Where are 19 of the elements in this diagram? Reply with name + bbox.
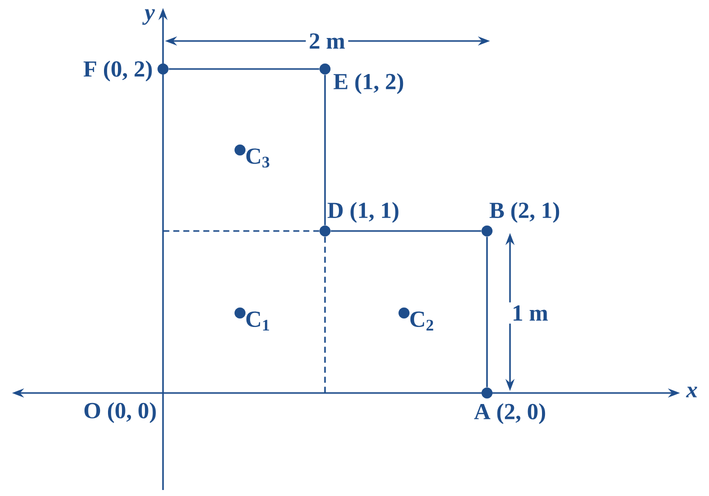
origin-label: O (0, 0) — [80, 399, 160, 426]
point-label: A (2, 0) — [474, 403, 546, 424]
line — [324, 236, 326, 393]
line — [163, 230, 320, 232]
point-label: C$_{2}$ — [410, 312, 434, 330]
line — [324, 74, 326, 226]
dimension-label: 1 m — [508, 302, 552, 324]
point-label: C$_{1}$ — [246, 312, 270, 330]
dimension-label: 2 m — [306, 30, 348, 52]
point-label: D (1, 1) — [328, 202, 398, 223]
y-axis-label: y — [142, 6, 158, 28]
point-label: E (1, 2) — [334, 73, 404, 94]
line — [330, 230, 482, 232]
point-label: B (2, 1) — [490, 202, 560, 223]
x-axis-label: x — [683, 384, 701, 400]
line — [486, 236, 488, 388]
point-label: F (0, 2) — [84, 60, 152, 82]
line — [168, 68, 320, 70]
point-label: C$_{3}$ — [246, 148, 270, 168]
